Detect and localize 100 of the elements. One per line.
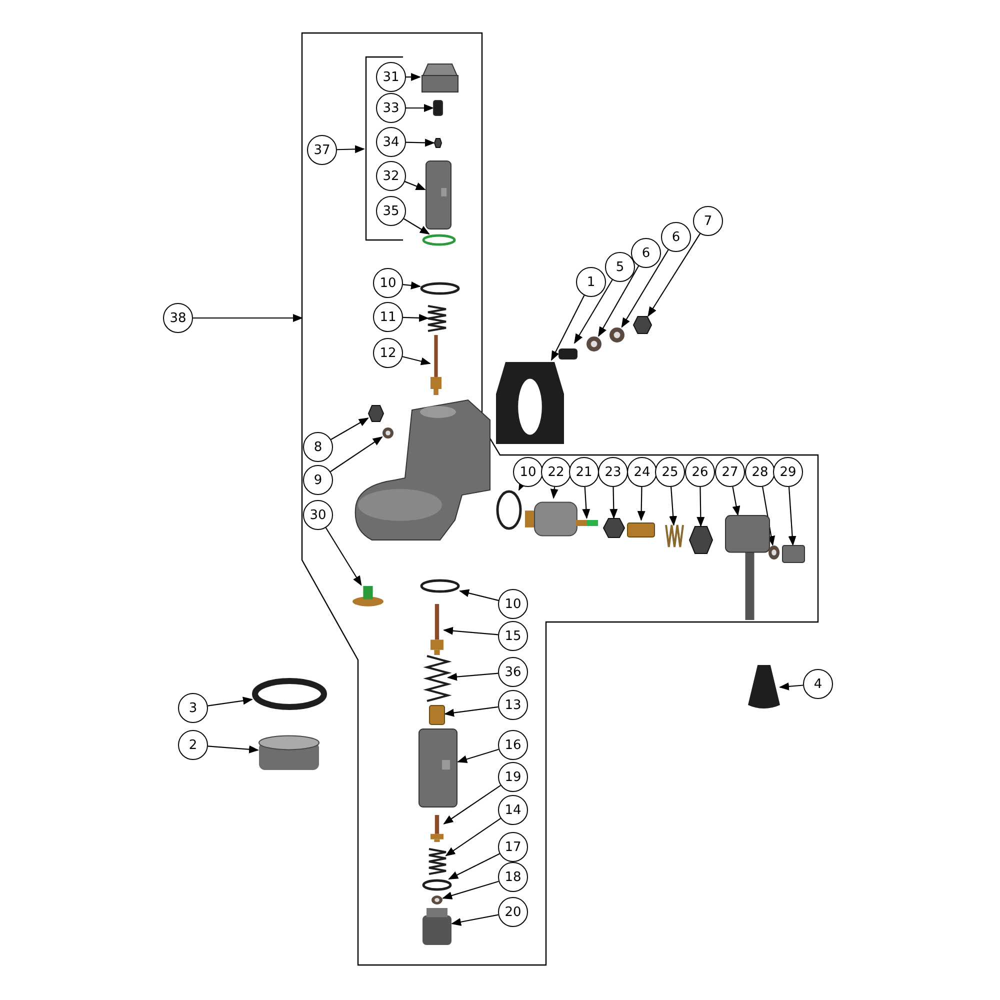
- o-ring-drawing: [496, 490, 522, 530]
- pin-drawing: [430, 604, 444, 655]
- callout-number: 19: [498, 762, 528, 792]
- callout-number: 18: [498, 862, 528, 892]
- spring-drawing: [429, 848, 446, 875]
- o-ring-drawing: [420, 282, 460, 295]
- nut-drawing: [434, 138, 442, 148]
- callout-number: 27: [715, 457, 745, 487]
- gasket-plate-drawing: [495, 360, 565, 445]
- housing-part-drawing: [418, 728, 458, 808]
- cup-drawing: [258, 735, 320, 770]
- nut-drawing: [368, 405, 384, 422]
- callout-number: 13: [498, 690, 528, 720]
- sleeve-drawing: [429, 705, 445, 725]
- leader-line: [448, 853, 500, 880]
- leader-line: [444, 706, 498, 717]
- callout-number: 28: [745, 457, 775, 487]
- callout-number: 31: [376, 62, 406, 92]
- leader-line: [550, 486, 558, 499]
- callout-number: 37: [307, 135, 337, 165]
- callout-number: 25: [655, 457, 685, 487]
- leader-line: [598, 266, 640, 337]
- leader-line: [402, 356, 431, 366]
- leader-line: [445, 818, 501, 856]
- leader-line: [610, 487, 618, 519]
- nut-drawing: [633, 316, 652, 334]
- cap-drawing: [420, 62, 460, 92]
- cylinder-drawing: [433, 100, 443, 116]
- leader-line: [442, 880, 499, 900]
- callout-number: 20: [498, 897, 528, 927]
- callout-number: 22: [541, 457, 571, 487]
- o-ring-drawing: [422, 879, 452, 891]
- leader-line: [669, 486, 678, 526]
- washer-drawing: [768, 545, 780, 560]
- pin-drawing: [430, 335, 442, 395]
- valve-seat-drawing: [352, 585, 384, 607]
- housing-part-drawing: [425, 160, 452, 230]
- lever-drawing: [725, 515, 770, 620]
- leader-line: [406, 138, 435, 147]
- callout-number: 33: [376, 93, 406, 123]
- callout-number: 34: [376, 127, 406, 157]
- leader-line: [336, 145, 365, 154]
- leader-line: [696, 487, 705, 527]
- leader-line: [443, 626, 498, 636]
- callout-number: 30: [303, 500, 333, 530]
- leader-line: [762, 486, 776, 546]
- leader-line: [443, 784, 501, 824]
- leader-line: [208, 696, 253, 706]
- leader-line: [406, 73, 421, 81]
- leader-line: [459, 589, 499, 601]
- leader-line: [574, 280, 613, 344]
- o-ring-drawing: [420, 579, 460, 593]
- pin-drawing: [430, 815, 444, 842]
- spring-drawing: [428, 305, 446, 332]
- leader-line: [732, 486, 740, 516]
- callout-number: 11: [373, 302, 403, 332]
- leader-line: [637, 487, 646, 521]
- callout-number: 9: [303, 465, 333, 495]
- callout-number: 3: [178, 693, 208, 723]
- leader-line: [193, 314, 303, 322]
- callout-number: 4: [803, 669, 833, 699]
- leader-line: [621, 250, 669, 328]
- callout-number: 38: [163, 303, 193, 333]
- leader-line: [402, 281, 421, 290]
- callout-number: 24: [627, 457, 657, 487]
- callout-number: 35: [376, 196, 406, 226]
- rod-drawing: [576, 518, 598, 528]
- leader-line: [404, 218, 430, 235]
- leader-line: [402, 314, 429, 322]
- callout-number: 6: [631, 238, 661, 268]
- callout-number: 29: [773, 457, 803, 487]
- callout-number: 32: [376, 161, 406, 191]
- washer-drawing: [609, 327, 625, 343]
- callout-number: 14: [498, 795, 528, 825]
- callout-number: 2: [178, 730, 208, 760]
- leader-line: [208, 745, 259, 754]
- callout-number: 36: [498, 657, 528, 687]
- leader-line: [582, 486, 590, 519]
- leader-line: [451, 914, 498, 926]
- sleeve-drawing: [627, 520, 655, 540]
- callout-number: 1: [576, 267, 606, 297]
- leader-line: [788, 486, 796, 546]
- callout-number: 21: [569, 457, 599, 487]
- leader-line: [325, 527, 362, 586]
- callout-number: 8: [303, 432, 333, 462]
- washer-drawing: [586, 336, 602, 352]
- bracket: [364, 56, 404, 241]
- leader-line: [330, 436, 383, 472]
- callout-number: 7: [693, 206, 723, 236]
- washer-drawing: [431, 895, 443, 905]
- callout-number: 6: [661, 222, 691, 252]
- nut-drawing: [603, 518, 625, 538]
- washer-drawing: [382, 427, 394, 439]
- leader-line: [406, 104, 434, 112]
- callout-number: 5: [605, 252, 635, 282]
- leader-line: [330, 418, 369, 440]
- leader-line: [648, 233, 700, 317]
- nut-drawing: [689, 526, 713, 554]
- leader-line: [551, 295, 585, 361]
- seal-ring-drawing: [252, 678, 327, 710]
